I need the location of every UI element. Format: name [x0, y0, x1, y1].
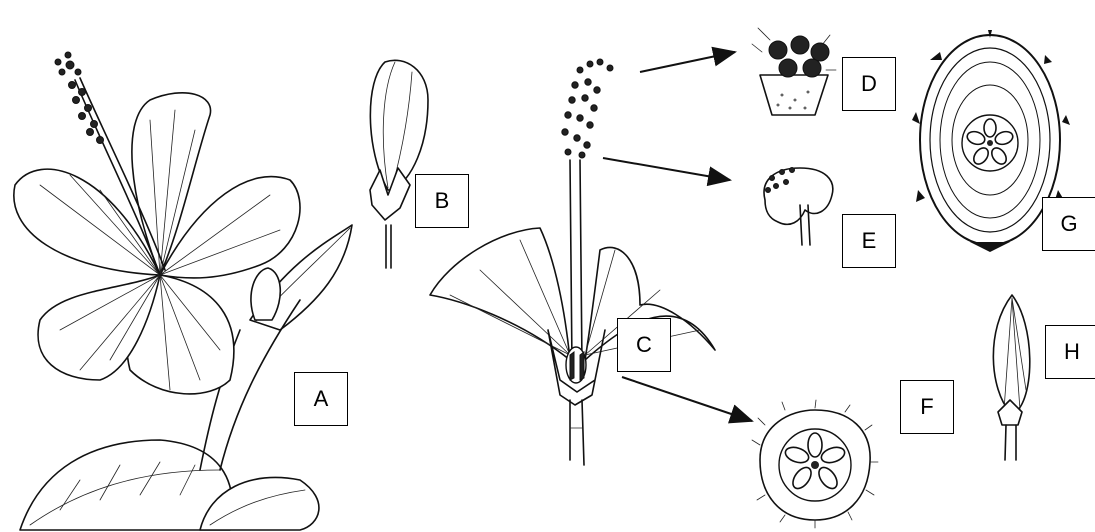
label-a: A	[294, 372, 348, 426]
stigma-detail-d	[752, 28, 836, 115]
label-d: D	[842, 57, 896, 111]
label-b: B	[415, 174, 469, 228]
stamen-detail-e	[764, 168, 833, 246]
arrow-to-f	[622, 377, 752, 421]
label-h: H	[1045, 325, 1095, 379]
label-c: C	[617, 318, 671, 372]
label-f: F	[900, 380, 954, 434]
ovary-section-f	[752, 400, 878, 528]
arrow-to-e	[603, 158, 730, 180]
flower-branch-a	[14, 52, 352, 530]
label-g: G	[1042, 197, 1095, 251]
flower-section-c	[430, 59, 715, 465]
label-e: E	[842, 214, 896, 268]
arrow-to-d	[640, 52, 735, 72]
flower-bud-b	[370, 60, 428, 268]
closed-bud-h	[993, 295, 1029, 460]
